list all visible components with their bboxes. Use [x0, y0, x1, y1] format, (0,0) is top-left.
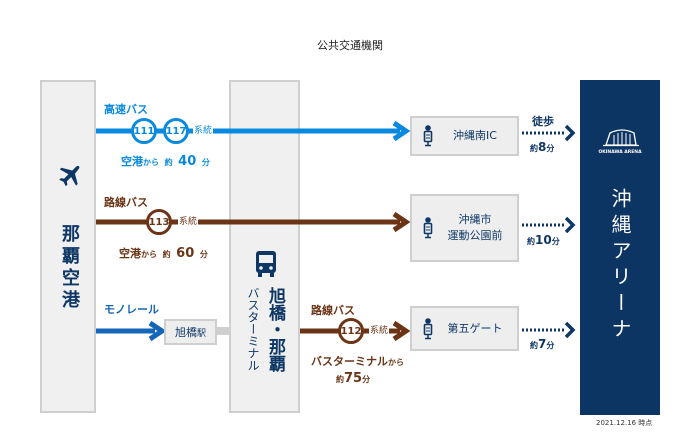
bus-icon [256, 251, 276, 277]
route-number-111: 111 [131, 118, 157, 144]
terminal-bus-from-place: バスターミナル [311, 355, 388, 368]
stop-name-line1: 沖縄市 [458, 213, 492, 226]
origin-naha-airport: 那覇空港 [40, 80, 96, 413]
arena-logo-text: OKINAWA ARENA [598, 150, 642, 155]
walk-approx: 約 [530, 144, 538, 153]
local-from: から [141, 250, 157, 259]
walk-label: 徒歩 [532, 115, 554, 128]
station-suffix: 駅 [196, 328, 206, 339]
origin-name: 那覇空港 [59, 224, 80, 312]
walk-minutes: 8 [538, 140, 547, 154]
express-approx: 約 [164, 158, 173, 167]
walk-unit: 分 [551, 237, 560, 246]
diagram-title: 公共交通機関 [317, 39, 383, 52]
terminal-sub: バスターミナル [246, 287, 260, 371]
route-number-113: 113 [146, 209, 172, 235]
walk-arrowhead-3 [564, 321, 576, 339]
stop-name: 沖縄市運動公園前 [433, 212, 517, 244]
walk-unit: 分 [546, 341, 555, 350]
bus-stop-icon [423, 125, 433, 147]
route-number-112: 112 [338, 318, 364, 344]
station-name: 旭橋 [174, 326, 197, 339]
terminal-bus-approx: 約 [336, 375, 344, 384]
destination-name: 沖縄アリーナ [608, 188, 632, 344]
terminal-bus-arrowhead [392, 320, 411, 342]
stop-daigo-gate: 第五ゲート [410, 306, 519, 351]
walk-unit: 分 [546, 144, 555, 153]
express-from: から [143, 158, 159, 167]
arena-logo-icon [603, 129, 639, 147]
hub-bus-terminal: 旭橋・那覇 バスターミナル [229, 80, 300, 413]
walk-arrowhead-1 [564, 124, 576, 142]
terminal-bus-from-word: から [388, 358, 404, 367]
local-from-place: 空港 [119, 247, 141, 260]
express-bus-arrowhead [392, 120, 411, 142]
local-approx: 約 [162, 250, 171, 259]
airplane-icon [59, 165, 80, 187]
walk-approx: 約 [527, 237, 535, 246]
stop-name-line2: 運動公園前 [447, 229, 503, 242]
stop-undou-kouen-mae: 沖縄市運動公園前 [410, 194, 519, 262]
stop-name: 第五ゲート [447, 321, 503, 335]
terminal-name: 旭橋・那覇 [265, 287, 285, 372]
walk-minutes: 7 [538, 337, 547, 351]
express-from-place: 空港 [121, 155, 143, 168]
local-suffix: 系統 [178, 216, 199, 228]
monorail-label: モノレール [104, 303, 159, 316]
destination-okinawa-arena: OKINAWA ARENA 沖縄アリーナ [580, 80, 660, 415]
footnote-date: 2021.12.16 時点 [596, 419, 653, 427]
terminal-bus-unit: 分 [362, 375, 371, 384]
bus-stop-icon [423, 217, 433, 239]
bus-stop-icon [423, 317, 433, 339]
local-bus-label: 路線バス [104, 196, 148, 209]
local-bus-arrowhead [392, 211, 411, 233]
stop-okinawa-minami-ic: 沖縄南IC [410, 116, 519, 156]
walk-time-1: 約8分 [530, 140, 554, 154]
express-suffix: 系統 [193, 125, 214, 137]
walk-minutes: 10 [535, 233, 552, 247]
walk-time-3: 約7分 [530, 337, 554, 351]
walk-approx: 約 [530, 341, 538, 350]
express-minutes: 40 [178, 154, 197, 169]
terminal-bus-label: 路線バス [311, 304, 355, 317]
stop-name: 沖縄南IC [453, 129, 497, 142]
express-bus-label: 高速バス [104, 103, 148, 116]
terminal-bus-duration: 約75分 [336, 367, 370, 386]
terminal-bus-minutes: 75 [344, 371, 363, 386]
local-duration: 空港から 約 60 分 [119, 242, 208, 261]
route-number-117: 117 [163, 118, 189, 144]
local-minutes: 60 [176, 246, 195, 261]
walk-arrowhead-2 [564, 216, 576, 234]
monorail-arrowhead [148, 320, 167, 342]
express-unit: 分 [201, 158, 210, 167]
terminal-bus-suffix: 系統 [369, 325, 390, 337]
walk-time-2: 約10分 [527, 233, 560, 247]
terminal-bus-from: バスターミナルから [311, 350, 404, 369]
asahibashi-station: 旭橋駅 [164, 319, 217, 345]
local-unit: 分 [199, 250, 208, 259]
express-duration: 空港から 約 40 分 [121, 150, 210, 169]
